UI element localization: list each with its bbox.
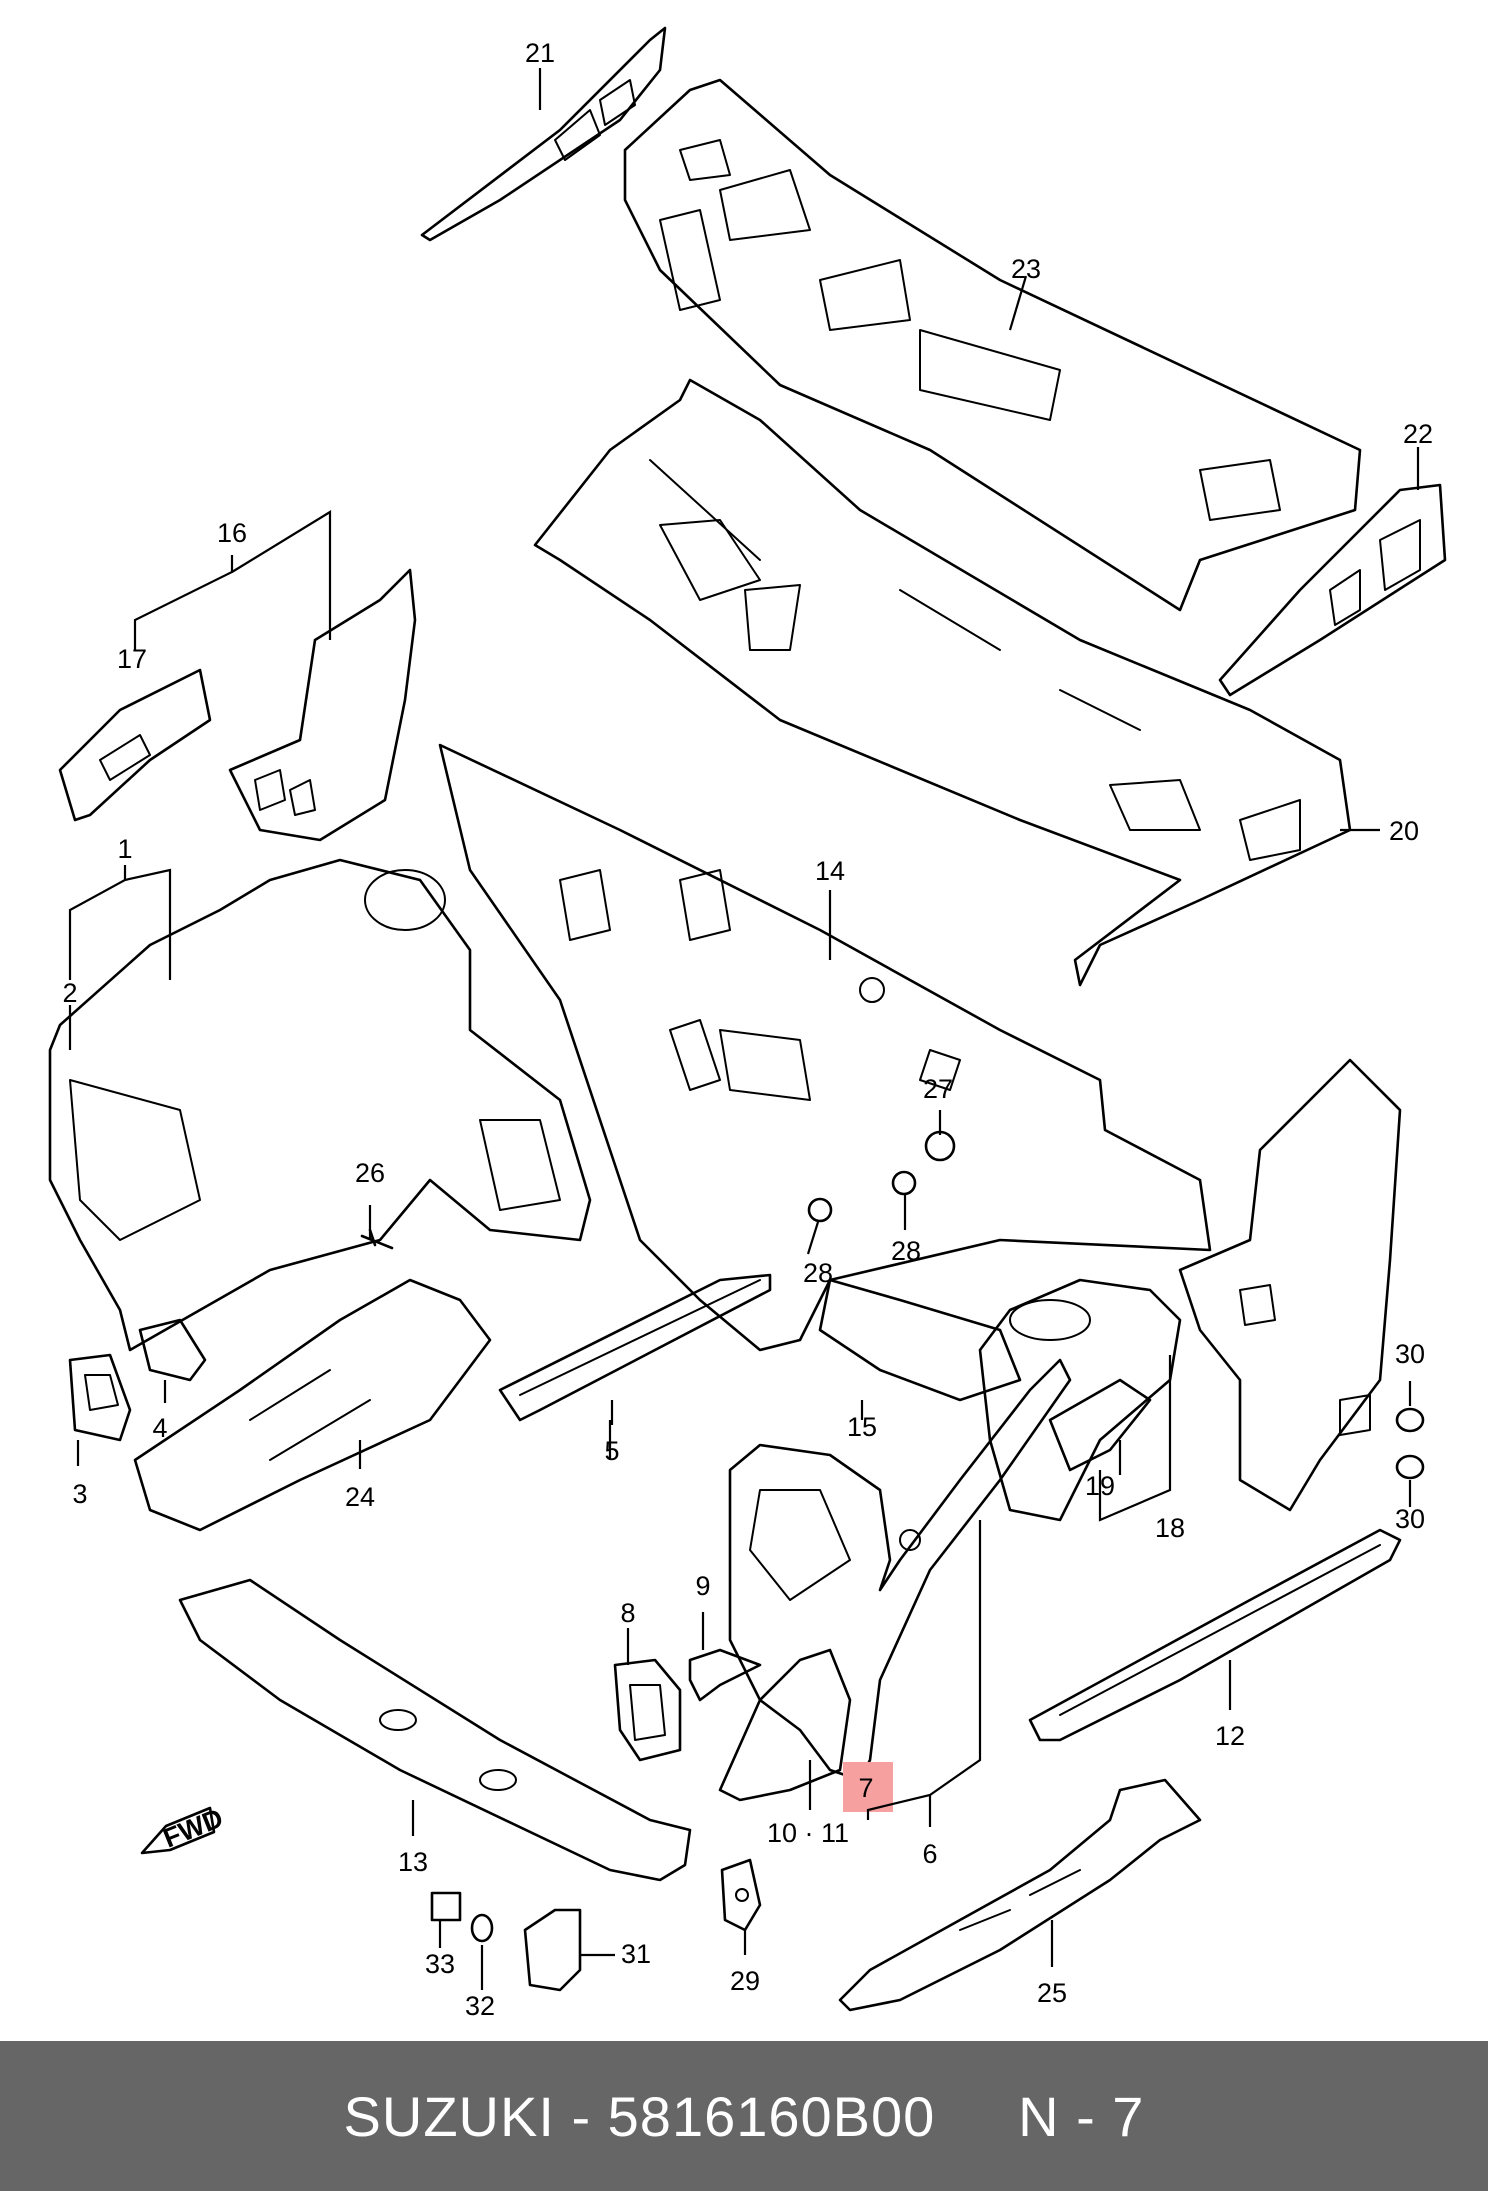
callout-21: 21	[525, 38, 555, 68]
part-33-bolt	[430, 1891, 462, 1922]
part-27-grommet	[924, 1130, 956, 1162]
callout-5: 5	[604, 1436, 619, 1466]
part-17-bracket	[58, 668, 212, 822]
callout-7: 7	[858, 1773, 873, 1803]
part-14-dash-panel	[438, 743, 1212, 1352]
part-19-reinforcement	[1048, 1378, 1152, 1472]
part-31-hook	[523, 1908, 582, 1992]
callout-16: 16	[217, 518, 247, 548]
callout-22: 22	[1403, 419, 1433, 449]
part-22-bracket	[1218, 483, 1447, 697]
part-28-grommet-b	[891, 1170, 917, 1196]
callout-3: 3	[72, 1479, 87, 1509]
footer-bar: SUZUKI - 5816160B00 N - 7	[0, 2041, 1488, 2191]
callout-25: 25	[1037, 1978, 1067, 2008]
callout-23: 23	[1011, 254, 1041, 284]
part-20-cowl-lower-panel	[533, 378, 1352, 987]
part-21-bracket	[420, 26, 667, 242]
part-10-11-reinforcement	[718, 1648, 852, 1802]
part-number-caption: SUZUKI - 5816160B00 N - 7	[343, 2084, 1145, 2148]
callout-13: 13	[398, 1847, 428, 1877]
callout-30a: 30	[1395, 1339, 1425, 1369]
callout-20: 20	[1389, 816, 1419, 846]
callout-26: 26	[355, 1158, 385, 1188]
callout-10-11: 10 · 11	[767, 1818, 849, 1848]
fwd-arrow-icon: FWD	[140, 1803, 227, 1855]
part-32-washer	[470, 1913, 494, 1943]
callout-18: 18	[1155, 1513, 1185, 1543]
part-25-apron-right	[838, 1778, 1202, 2012]
part-13-front-crossmember	[178, 1578, 692, 1882]
part-23-cowl-top-panel	[623, 78, 1362, 612]
callout-6: 6	[922, 1839, 937, 1869]
callout-17: 17	[117, 644, 147, 674]
callout-labels: 21 23 22 16 17 1 2 14 20 26 27 28 28 5 1…	[62, 38, 1433, 2021]
callout-27: 27	[923, 1074, 953, 1104]
callout-9: 9	[695, 1571, 710, 1601]
part-8-plate	[613, 1658, 682, 1762]
part-1-2-wheelhouse-left	[48, 858, 592, 1352]
callout-2: 2	[62, 978, 77, 1008]
part-30-nut-b	[1395, 1454, 1425, 1480]
callout-8: 8	[620, 1598, 635, 1628]
callout-1: 1	[117, 834, 132, 864]
part-16-bracket	[228, 568, 417, 842]
callout-4: 4	[152, 1413, 167, 1443]
leader-lines	[68, 68, 1420, 1990]
callout-30b: 30	[1395, 1504, 1425, 1534]
callout-12: 12	[1215, 1721, 1245, 1751]
exploded-parts-diagram: FWD	[48, 26, 1447, 2021]
callout-28a: 28	[803, 1258, 833, 1288]
part-side-frame-right	[1178, 1058, 1402, 1512]
part-9-bracket	[688, 1648, 762, 1702]
callout-29: 29	[730, 1966, 760, 1996]
part-30-nut-a	[1395, 1407, 1425, 1433]
fwd-label: FWD	[159, 1803, 227, 1854]
callout-31: 31	[621, 1939, 651, 1969]
callout-14: 14	[815, 856, 845, 886]
callout-24: 24	[345, 1482, 375, 1512]
callout-32: 32	[465, 1991, 495, 2021]
part-12-sill-right	[1028, 1528, 1402, 1742]
part-5-sill-left	[498, 1273, 772, 1422]
callout-28b: 28	[891, 1236, 921, 1266]
part-3-bracket	[68, 1353, 132, 1442]
part-28-grommet-a	[807, 1197, 833, 1223]
callout-7-highlight	[843, 1762, 893, 1812]
callout-33: 33	[425, 1949, 455, 1979]
callout-15: 15	[847, 1412, 877, 1442]
part-6-7-side-member	[728, 1358, 1072, 1782]
part-4-bracket	[138, 1318, 207, 1382]
part-24-apron-left	[133, 1278, 492, 1532]
part-29-bracket	[720, 1858, 762, 1932]
callout-19: 19	[1085, 1471, 1115, 1501]
part-15-floor-front	[818, 1278, 1022, 1402]
